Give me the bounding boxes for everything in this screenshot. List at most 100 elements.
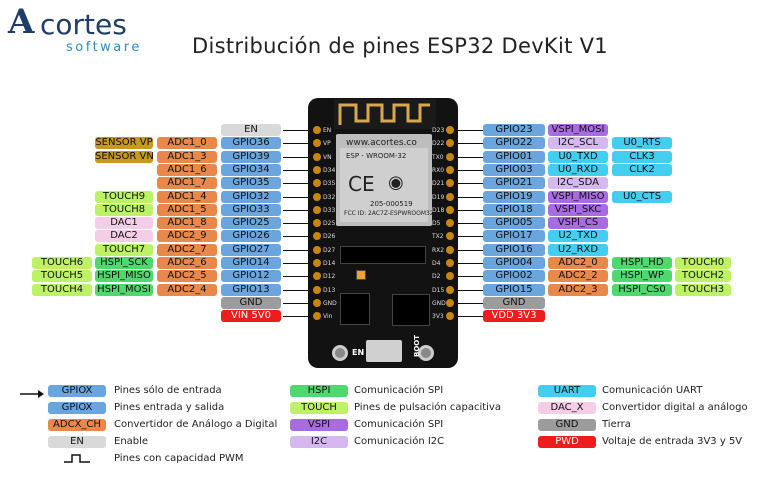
module-name: ESP - WROOM-32 [346,152,407,160]
connector-line [283,156,313,158]
header-pin-label: D25 [323,220,336,228]
left-pin-adc: ADC1_6 [157,163,217,176]
header-pin-label: D26 [323,233,336,241]
right-pin-function: ADC2_0 [548,257,608,269]
header-pin [446,192,454,201]
header-pin [313,219,321,228]
connector-line [283,130,313,131]
connector-line [283,196,313,198]
ce-mark: CE [348,172,375,196]
legend-text: Comunicación SPI [354,385,444,396]
legend-text: Voltaje de entrada 3V3 y 5V [602,436,743,447]
legend-tag: ADCX_CH [48,419,106,431]
left-pin-gpio: GPIO34 [221,163,281,176]
header-pin-label: D5 [432,220,441,228]
usb-port[interactable] [366,340,402,362]
connector-line [283,249,313,251]
header-pin-label: D21 [432,180,445,188]
usb-uart-chip [392,294,430,326]
header-pin-label: TX0 [432,153,444,161]
right-pin-gpio: GPIO02 [483,270,545,283]
header-pin-label: RX2 [432,246,445,254]
pwm-icon [62,451,92,470]
legend-text: Tierra [602,419,631,430]
header-pin-label: D23 [432,127,445,134]
page-title: Distribución de pines ESP32 DevKit V1 [192,34,608,58]
logo-subtitle: software [66,40,142,55]
left-pin-function: DAC2 [95,230,153,243]
header-pin [446,259,454,267]
connector-line [283,263,313,264]
right-pin-function2: U0_RTS [612,137,672,150]
input-arrow-icon [20,385,48,404]
header-pin [446,298,454,307]
header-pin-label: D33 [323,206,336,214]
right-pin-function: U0_TXD [548,150,608,163]
header-pin [313,139,321,148]
connector-line [283,276,313,278]
legend-tag: GND [538,419,596,431]
connector-line [455,263,483,264]
header-pin [446,152,454,161]
header-pin-label: EN [323,127,332,134]
header-pin [313,298,321,307]
left-pin-adc: ADC1_0 [157,137,217,150]
header-pin-label: D19 [432,193,445,201]
legend-text: Pines sólo de entrada [114,385,222,396]
right-pin-gpio: GPIO05 [483,217,545,230]
header-pin [446,139,454,148]
connector-line [283,302,313,304]
en-button[interactable] [332,345,348,361]
header-pin [446,219,454,228]
right-pin-touch: TOUCH0 [675,257,731,269]
legend-text: Convertidor de Análogo a Digital [114,419,278,430]
left-pin-adc: ADC1_5 [157,203,217,216]
right-pin-function: VSPI_MISO [548,190,608,203]
legend-tag: VSPI [290,419,348,431]
header-pin [313,126,321,134]
right-pin-function: ADC2_3 [548,283,608,296]
right-pin-gpio: GPIO04 [483,257,545,269]
right-pin-gpio: GPIO16 [483,243,545,256]
left-pin-adc: ADC2_9 [157,230,217,243]
header-pin [446,165,454,174]
left-pin-gpio: VIN 5V0 [221,310,281,323]
left-pin-function: TOUCH8 [95,203,153,216]
header-pin [446,285,454,294]
connector-line [283,209,313,211]
right-pin-function2: HSPI_HD [612,257,672,269]
right-pin-function: U2_RXD [548,243,608,256]
connector-line [455,289,483,291]
left-pin-gpio: GPIO39 [221,150,281,163]
connector-line [283,236,313,238]
connector-line [455,143,483,145]
left-pin-adc: ADC2_4 [157,283,217,296]
header-pin-label: GND [323,299,337,307]
header-pin-label: D15 [432,286,445,294]
connector-line [283,316,313,318]
header-pin [313,285,321,294]
right-pin-function: U0_RXD [548,163,608,176]
left-pin-adc: ADC2_5 [157,270,217,283]
boot-button[interactable] [418,345,434,361]
boot-button-label: BOOT [413,334,422,358]
legend-tag: UART [538,385,596,397]
header-pin [446,232,454,241]
header-pin [446,312,454,321]
header-pin [446,245,454,254]
right-pin-gpio: VDD 3V3 [483,310,545,323]
legend-text: Enable [114,436,149,447]
led [356,270,366,280]
header-pin-label: VP [323,140,331,148]
connector-line [283,169,313,171]
header-pin-label: GND [432,299,446,307]
legend-tag: TOUCH [290,402,348,414]
connector-line [455,236,483,238]
left-pin-adc: ADC1_3 [157,150,217,163]
left-pin-function: TOUCH9 [95,190,153,203]
left-pin-adc: ADC1_4 [157,190,217,203]
connector-line [455,209,483,211]
header-pin [313,312,321,321]
header-pin [313,259,321,267]
right-pin-touch: TOUCH2 [675,270,731,283]
